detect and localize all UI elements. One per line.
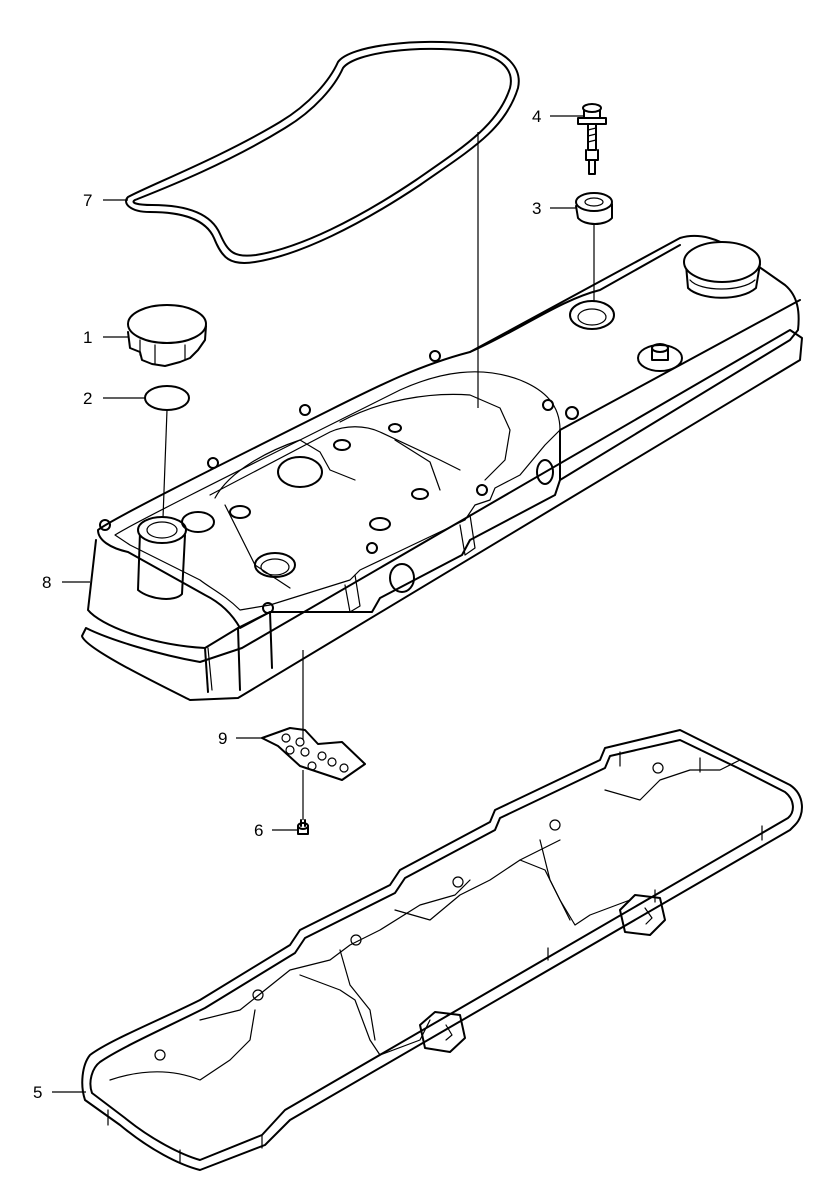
part-3-grommet xyxy=(575,192,613,225)
callout-1: 1 xyxy=(83,328,92,347)
callout-6: 6 xyxy=(254,821,263,840)
part-8-valve-cover xyxy=(81,234,803,701)
callout-9: 9 xyxy=(218,729,227,748)
part-9-bracket-plate xyxy=(261,727,366,781)
callout-7: 7 xyxy=(83,191,92,210)
part-6-screw xyxy=(297,819,309,835)
callout-8: 8 xyxy=(42,573,51,592)
callout-5: 5 xyxy=(33,1083,42,1102)
part-2-o-ring xyxy=(144,385,190,411)
part-5-lower-gasket xyxy=(81,729,803,1171)
leader-lines xyxy=(52,115,595,1093)
part-1-filler-cap xyxy=(127,304,207,367)
callout-2: 2 xyxy=(83,389,92,408)
callout-3: 3 xyxy=(532,199,541,218)
callout-4: 4 xyxy=(532,107,541,126)
part-4-bolt xyxy=(577,103,607,175)
part-7-gasket xyxy=(125,40,520,264)
